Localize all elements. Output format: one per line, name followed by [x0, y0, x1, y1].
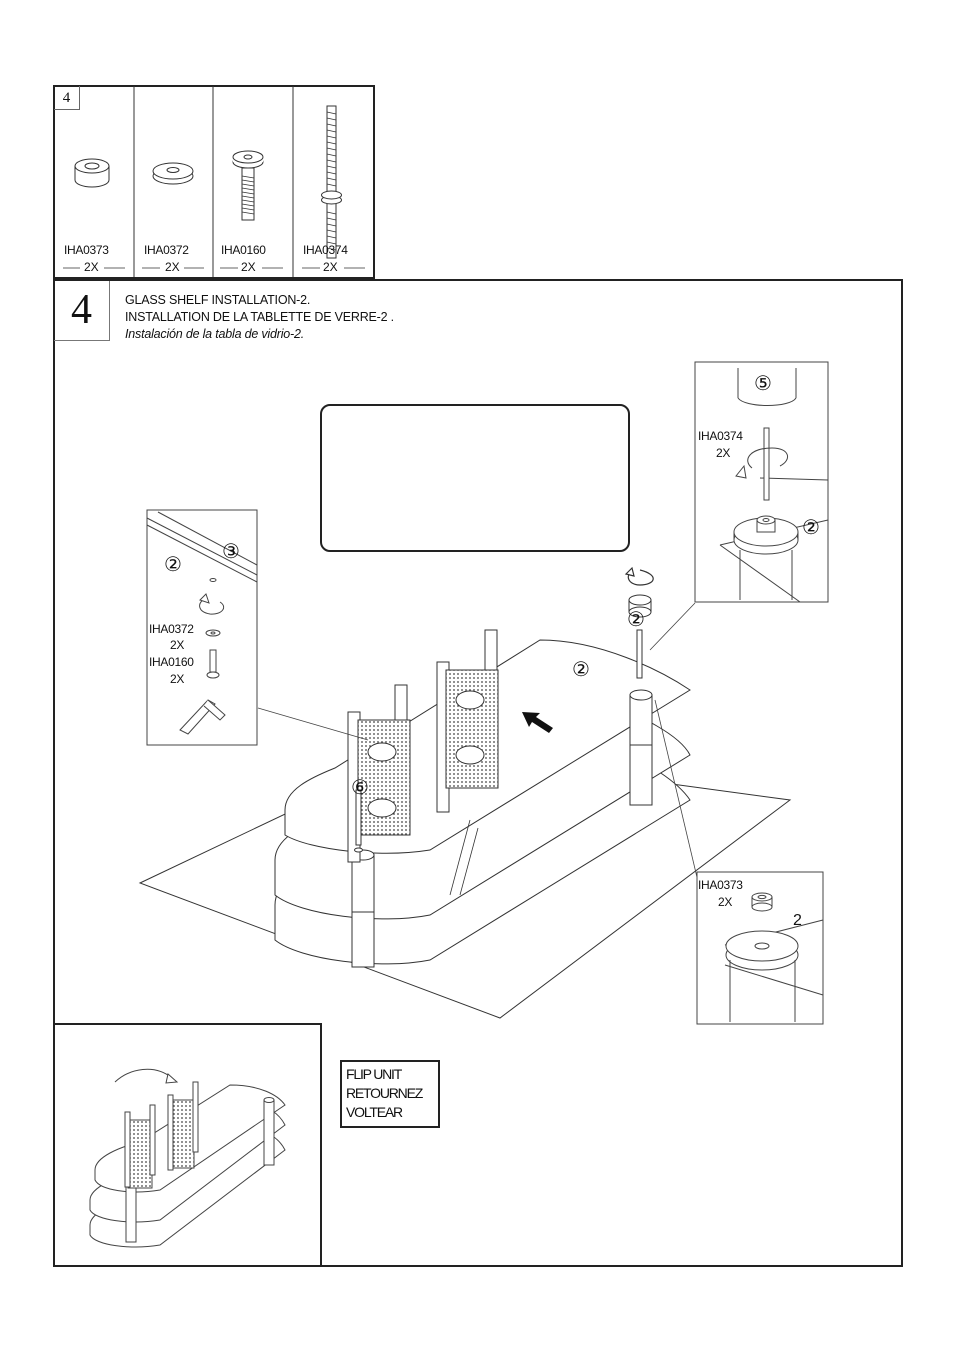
note-box — [320, 404, 630, 552]
bracket-marker: ⑥ — [351, 777, 369, 797]
flip-note-line-es: VOLTEAR — [346, 1103, 434, 1122]
part-code-bolt: IHA0160 — [221, 243, 266, 257]
bottom-right-spacer-code: IHA0373 — [698, 878, 743, 892]
part-code-washer: IHA0372 — [144, 243, 189, 257]
part-qty-bolt: 2X — [241, 260, 256, 274]
left-detail-bolt-qty: 2X — [170, 672, 184, 686]
step-title-es: Instalación de la tabla de vidrio-2. — [125, 327, 304, 341]
step-number: 4 — [54, 281, 110, 341]
shelf-marker: ② — [572, 659, 590, 679]
post-marker: ② — [627, 609, 645, 629]
left-detail-washer-code: IHA0372 — [149, 622, 194, 636]
washer-icon — [153, 163, 193, 184]
flip-note: FLIP UNIT RETOURNEZ VOLTEAR — [340, 1060, 440, 1128]
flip-inset-panel — [53, 1023, 322, 1267]
flip-note-line-en: FLIP UNIT — [346, 1065, 434, 1084]
part-qty-washer: 2X — [165, 260, 180, 274]
double-threaded-stud-icon — [322, 106, 342, 258]
bottom-right-marker: 2 — [793, 912, 802, 930]
left-detail-bolt-code: IHA0160 — [149, 655, 194, 669]
step-title-fr: INSTALLATION DE LA TABLETTE DE VERRE-2 . — [125, 310, 394, 324]
top-right-marker-5: ⑤ — [754, 373, 772, 393]
bottom-right-spacer-qty: 2X — [718, 895, 732, 909]
part-code-spacer: IHA0373 — [64, 243, 109, 257]
top-right-stud-qty: 2X — [716, 446, 730, 460]
left-detail-marker-2: ② — [164, 554, 182, 574]
top-right-stud-code: IHA0374 — [698, 429, 743, 443]
flip-note-line-fr: RETOURNEZ — [346, 1084, 434, 1103]
part-qty-spacer: 2X — [84, 260, 99, 274]
top-right-marker-2: ② — [802, 517, 820, 537]
part-qty-stud: 2X — [323, 260, 338, 274]
left-detail-washer-qty: 2X — [170, 638, 184, 652]
part-code-stud: IHA0374 — [303, 243, 348, 257]
step-title-en: GLASS SHELF INSTALLATION-2. — [125, 293, 310, 307]
spacer-ring-icon — [75, 159, 109, 187]
left-detail-marker-3: ③ — [222, 541, 240, 561]
hex-bolt-icon — [233, 151, 263, 220]
